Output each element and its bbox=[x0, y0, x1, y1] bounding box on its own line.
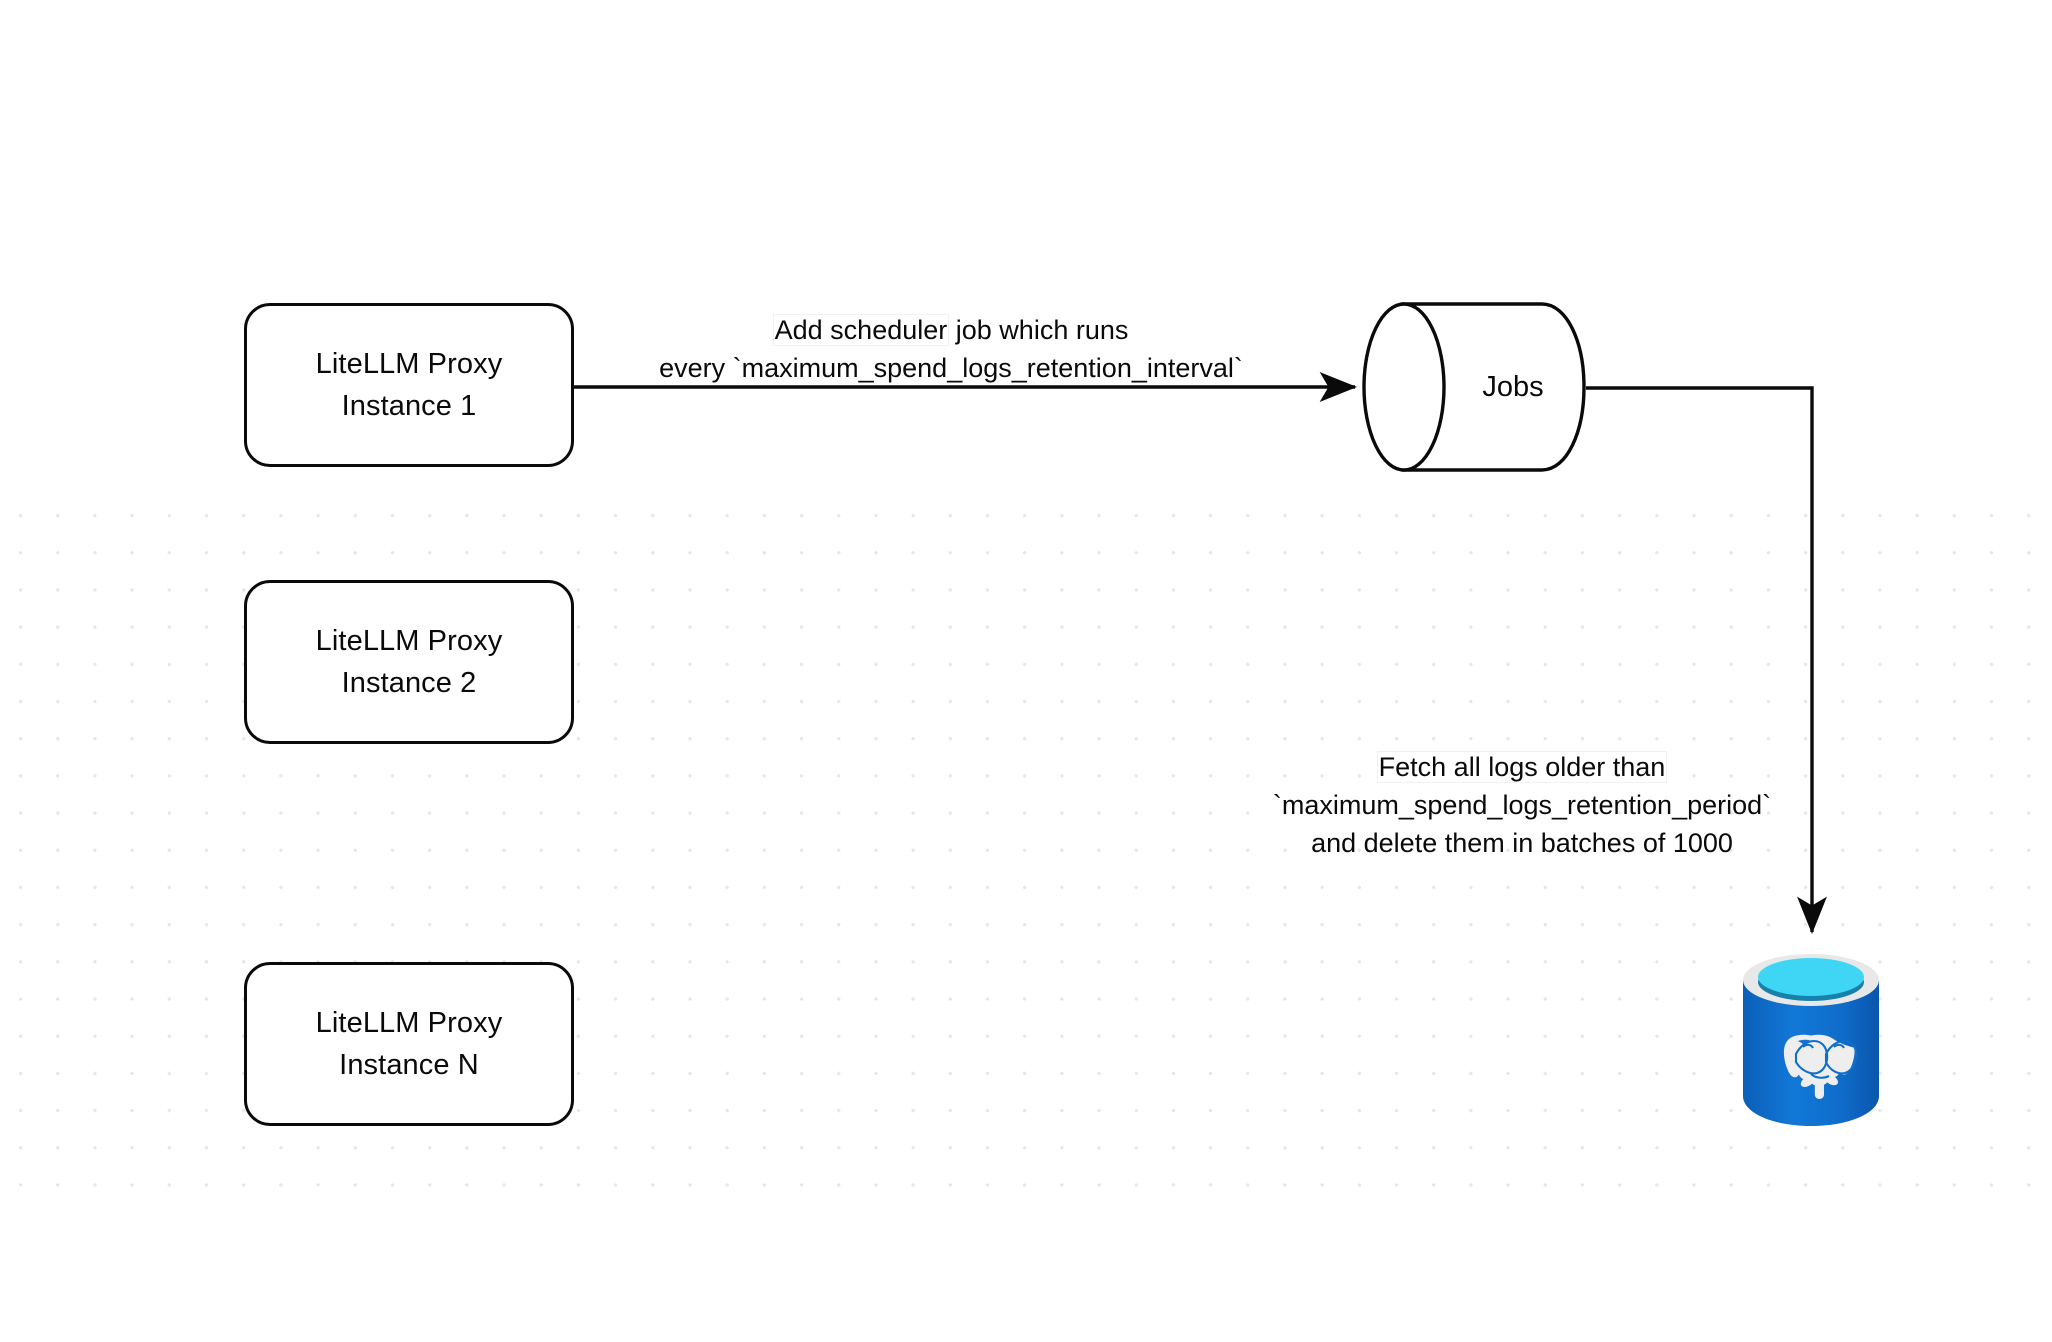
edge-label-highlight: Fetch all logs older than bbox=[1377, 752, 1667, 782]
cylinder-shape bbox=[1362, 302, 1586, 472]
postgresql-elephant-icon bbox=[1743, 954, 1879, 1126]
jobs-node-label: Jobs bbox=[1482, 370, 1544, 403]
litellm-proxy-instance-1-node[interactable]: LiteLLM Proxy Instance 1 bbox=[244, 303, 574, 467]
node-label-line2: Instance N bbox=[339, 1049, 479, 1081]
litellm-proxy-instance-n-node[interactable]: LiteLLM Proxy Instance N bbox=[244, 962, 574, 1126]
edge-label-fetch-and-delete-logs: Fetch all logs older than `maximum_spend… bbox=[1232, 748, 1812, 862]
edge-label-line-2: every `maximum_spend_logs_retention_inte… bbox=[659, 353, 1243, 383]
edge-label-highlight: Add scheduler bbox=[773, 315, 949, 345]
node-label-line1: LiteLLM Proxy bbox=[315, 625, 503, 657]
jobs-queue-node[interactable]: Jobs bbox=[1362, 302, 1586, 472]
node-label-line1: LiteLLM Proxy bbox=[315, 348, 503, 380]
edge-jobs-to-postgres bbox=[1586, 386, 1827, 935]
node-label-line2: Instance 2 bbox=[341, 667, 477, 699]
postgres-database-node[interactable] bbox=[1741, 950, 1881, 1128]
edge-label-line-1: Add scheduler job which runs bbox=[586, 311, 1316, 349]
litellm-proxy-instance-2-node[interactable]: LiteLLM Proxy Instance 2 bbox=[244, 580, 574, 744]
edge-label-line-3: and delete them in batches of 1000 bbox=[1311, 828, 1733, 858]
edge-label-line-1: Fetch all logs older than bbox=[1232, 748, 1812, 786]
node-label-line2: Instance 1 bbox=[341, 390, 477, 422]
edge-label-line-1-rest: job which runs bbox=[948, 315, 1129, 345]
edge-label-line-2: `maximum_spend_logs_retention_period` bbox=[1272, 790, 1772, 820]
node-label-line1: LiteLLM Proxy bbox=[315, 1007, 503, 1039]
edge-label-add-scheduler-job: Add scheduler job which runs every `maxi… bbox=[586, 311, 1316, 387]
